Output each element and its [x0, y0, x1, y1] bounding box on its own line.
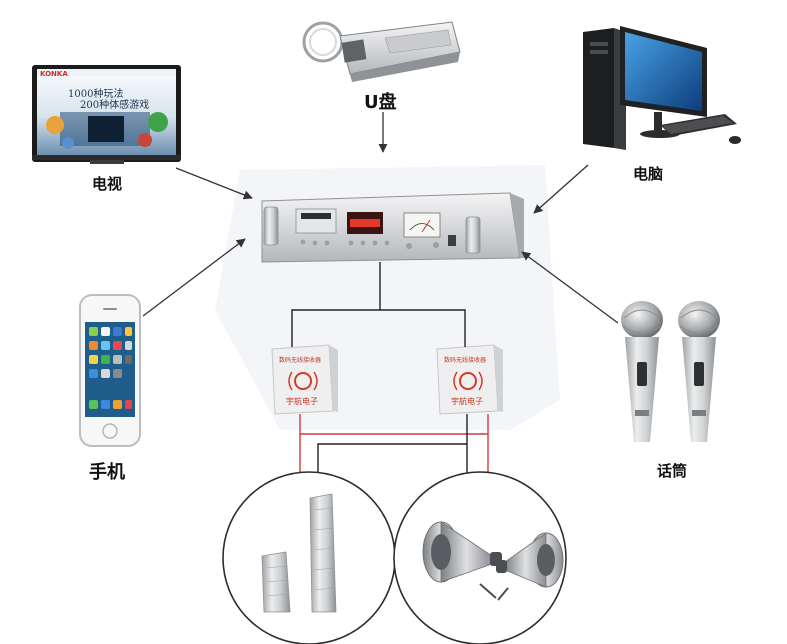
- input-arrows: [142, 112, 619, 324]
- arrow-tv: [175, 167, 253, 200]
- horn-speakers-icon: [393, 471, 567, 644]
- tv-headline-2: 200种体感游戏: [80, 100, 150, 111]
- microphones-icon: [621, 301, 720, 442]
- column-speakers-icon: [222, 471, 396, 644]
- microphone-left: [621, 301, 663, 442]
- receiver-right-maker: 宇航电子: [451, 397, 483, 406]
- tv-label: 电视: [92, 175, 123, 193]
- wireless-receiver-right-icon: [436, 344, 503, 415]
- phone-label: 手机: [89, 462, 125, 483]
- receiver-right-title: 数码无线接收器: [444, 357, 487, 364]
- horn-left: [422, 521, 502, 599]
- receiver-left-title: 数码无线接收器: [279, 357, 322, 364]
- tv-icon: [32, 65, 181, 164]
- mobile-phone-icon: [79, 294, 141, 447]
- arrow-phone: [142, 238, 246, 317]
- wireless-receiver-left-icon: [271, 344, 338, 415]
- microphone-right: [678, 301, 720, 442]
- arrow-mic: [521, 251, 619, 324]
- receiver-left-maker: 宇航电子: [286, 397, 318, 406]
- horn-right: [496, 532, 564, 601]
- usb-label: U盘: [364, 92, 397, 113]
- tv-headline-1: 1000种玩法: [68, 89, 124, 100]
- arrow-pc: [533, 164, 589, 214]
- pc-label: 电脑: [633, 165, 664, 183]
- mic-label: 话筒: [657, 462, 688, 480]
- broadcast-amplifier-icon: [261, 192, 524, 263]
- usb-drive-icon: [302, 21, 461, 82]
- computer-icon: [583, 26, 741, 150]
- tv-brand: KONKA: [40, 70, 68, 78]
- amplifier-wiring: [291, 262, 466, 347]
